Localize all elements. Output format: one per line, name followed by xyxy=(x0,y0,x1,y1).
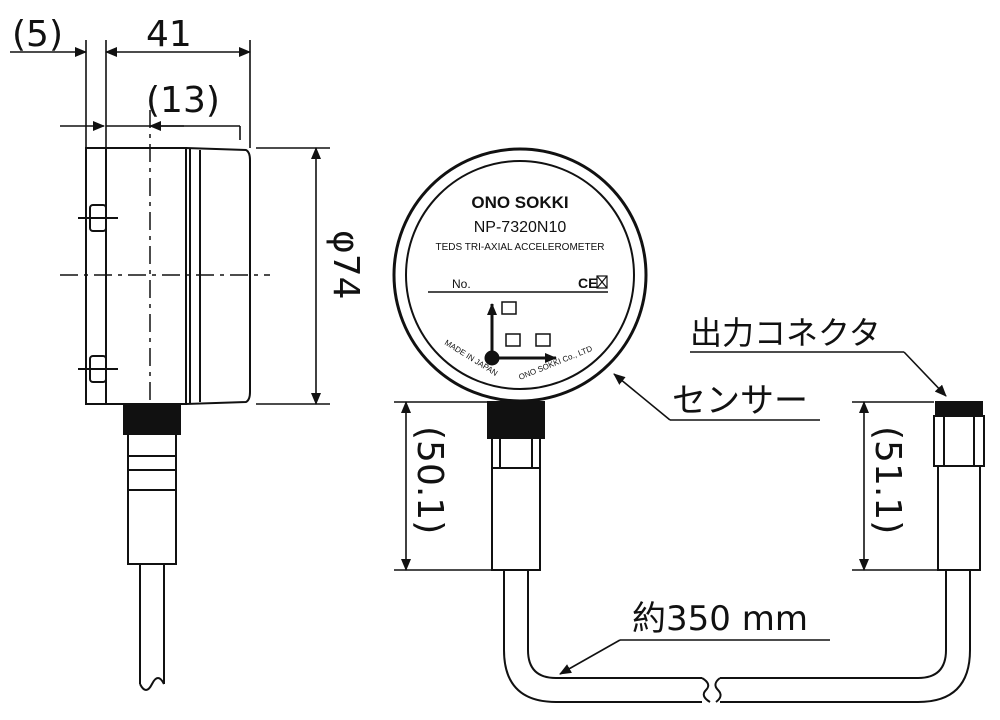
model-number: NP-7320N10 xyxy=(474,219,567,236)
sensor-outer-ring xyxy=(392,147,648,403)
sensor-face xyxy=(405,160,635,390)
connector-knurl xyxy=(123,403,181,435)
axis-chip-y xyxy=(505,333,521,347)
sensor-connector-body xyxy=(491,467,541,571)
dim-diameter: φ74 xyxy=(325,230,366,300)
maker-text: ONO SOKKI Co., LTD xyxy=(517,344,593,382)
axis-origin xyxy=(484,350,500,366)
cable xyxy=(503,570,971,703)
dim-cap-depth: (13) xyxy=(146,80,220,121)
front-view xyxy=(392,147,648,403)
serial-label: No. xyxy=(452,277,471,291)
sensor-cap xyxy=(185,146,251,406)
weee-mark-icon xyxy=(596,275,608,289)
side-view xyxy=(60,110,270,691)
output-connector-nut xyxy=(933,415,985,467)
dim-output-connector-height: (51.1) xyxy=(867,426,908,534)
dim-protrusion: (5) xyxy=(12,14,63,55)
callout-sensor: センサー xyxy=(672,381,808,421)
output-connector-body xyxy=(937,465,981,571)
sensor-connector-knurl xyxy=(487,401,545,439)
side-view-dimensions xyxy=(10,40,330,405)
connector-body xyxy=(127,433,177,565)
dim-cable-length: 約350 mm xyxy=(632,599,808,639)
sensor-connector xyxy=(487,401,545,571)
model-description: TEDS TRI-AXIAL ACCELEROMETER xyxy=(436,242,605,253)
output-connector-tip xyxy=(935,401,983,417)
dim-depth: 41 xyxy=(146,14,192,55)
ce-mark: CE xyxy=(578,275,597,291)
output-connector xyxy=(933,401,985,571)
brand-logo: ONO SOKKI xyxy=(471,193,568,212)
front-view-dimensions xyxy=(394,351,947,675)
dim-sensor-connector-height: (50.1) xyxy=(409,426,450,534)
sensor-body xyxy=(105,147,187,405)
axis-chip-x xyxy=(535,333,551,347)
axis-chip-z xyxy=(501,301,517,315)
callout-output-connector: 出力コネクタ xyxy=(690,314,881,352)
